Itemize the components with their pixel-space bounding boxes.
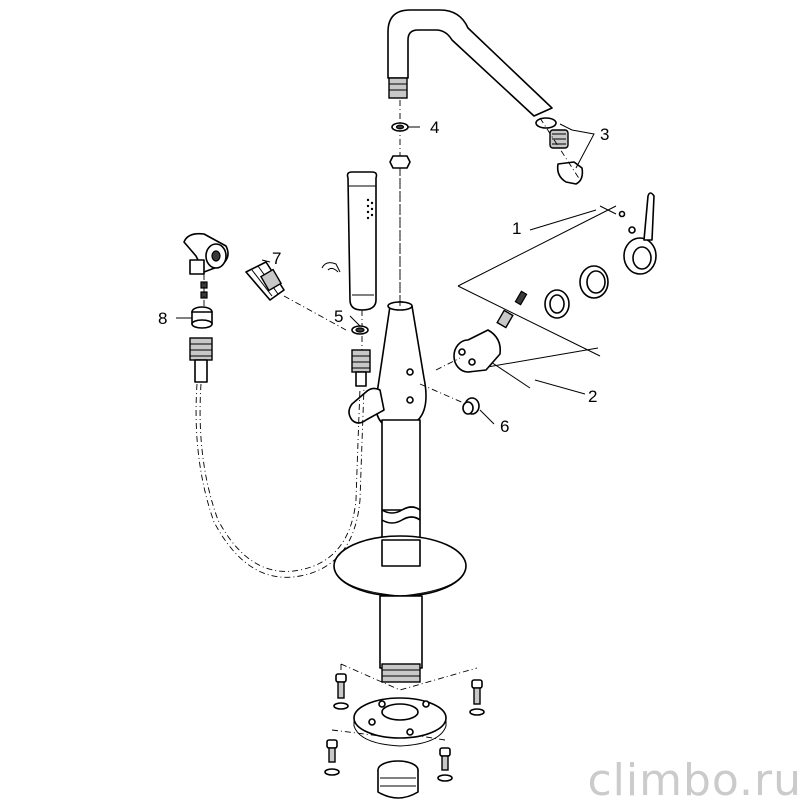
lower-pipe [379, 595, 423, 683]
screw-top-right [469, 679, 485, 716]
faucet-body [348, 301, 427, 541]
o-ring-part-4 [391, 122, 409, 132]
handle-lever [618, 192, 657, 275]
shower-nozzles [366, 198, 374, 220]
callout-8: 8 [158, 309, 167, 328]
mounting-plate [353, 697, 447, 747]
nut-small [389, 155, 411, 169]
shower-hose [199, 383, 361, 572]
elbow-connector [183, 232, 229, 299]
nut-part-8 [191, 306, 213, 329]
ring-large [579, 265, 609, 299]
aerator-set-part-3 [535, 117, 584, 185]
callout-6: 6 [500, 417, 509, 436]
spout [387, 9, 553, 117]
hand-shower [346, 171, 378, 311]
washer-part-5 [351, 325, 369, 335]
callout-1: 1 [512, 219, 521, 238]
cartridge [453, 290, 528, 373]
callout-2: 2 [588, 387, 597, 406]
watermark: climbo.ru [587, 755, 802, 806]
cap-part-6 [462, 397, 480, 415]
screw-bottom-left [324, 739, 340, 776]
handle-assembly-frame [457, 205, 617, 389]
callout-5: 5 [334, 307, 343, 326]
callout-4: 4 [430, 118, 439, 137]
callout-7: 7 [272, 249, 281, 268]
ring-small [544, 289, 570, 319]
hose-nut-shower [351, 349, 371, 387]
hose-fitting-left [189, 337, 213, 383]
floor-rosette [333, 535, 467, 597]
mounting-screws [324, 663, 485, 782]
retaining-clip [321, 262, 341, 273]
leader-lines [176, 123, 597, 425]
screw-bottom-right [437, 747, 453, 782]
diverter-part-7 [245, 261, 285, 301]
screw-top-left [333, 673, 349, 710]
threaded-nut [377, 760, 419, 799]
callout-3: 3 [600, 125, 609, 144]
